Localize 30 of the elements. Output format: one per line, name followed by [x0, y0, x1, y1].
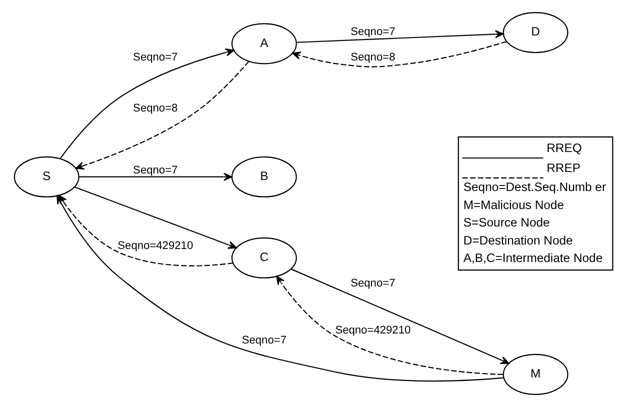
edge-label: Seqno=7: [133, 51, 178, 64]
arrow: [276, 276, 504, 376]
label: S=Source Node: [463, 216, 550, 230]
arrow: [292, 41, 507, 68]
node-ellipse: C: [231, 237, 297, 278]
legend-label: RREQ: [546, 141, 582, 156]
edge-label: Seqno=7: [133, 164, 178, 177]
node-ellipse: A: [231, 23, 297, 64]
node-ellipse: S: [14, 156, 80, 198]
edge-label: Seqno=7: [242, 334, 287, 346]
arrow: [74, 186, 237, 249]
arrow: [290, 268, 510, 364]
arrow: [75, 60, 250, 170]
legend-label: RREP: [546, 161, 581, 176]
arrow: [60, 48, 234, 159]
node-ellipse: D: [502, 12, 568, 54]
edge-label: Seqno=7: [350, 26, 396, 38]
edge-label: Seqno=7: [350, 278, 396, 290]
edge-label: Seqno=8: [133, 102, 178, 114]
label: Seqno=Dest.Seq.Numb er: [463, 180, 606, 194]
edge-label: Seqno=429210: [335, 324, 411, 336]
label: A,B,C=Intermediate Node: [463, 251, 603, 266]
node-ellipse: M: [502, 354, 568, 395]
label: D=Destination Node: [463, 233, 573, 248]
arrow: [296, 30, 504, 43]
label: M=Malicious Node: [463, 198, 564, 212]
arrow: [79, 172, 232, 181]
edge-label: Seqno=429210: [118, 240, 194, 252]
edge-label: Seqno=8: [350, 51, 396, 64]
node-ellipse: B: [231, 156, 297, 198]
